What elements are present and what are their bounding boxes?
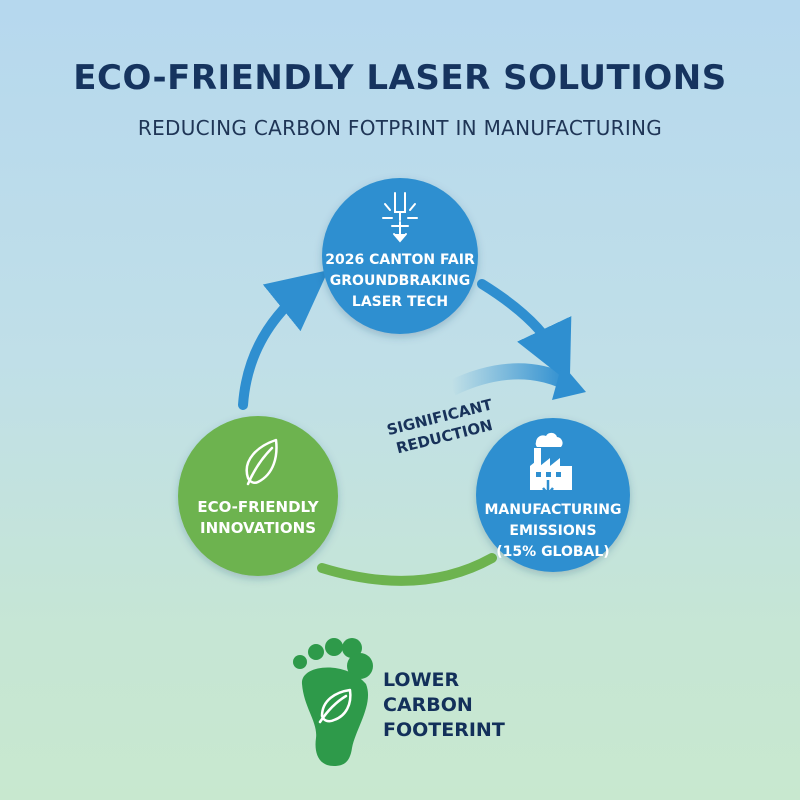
footer-label: LOWER CARBON FOOTERINT bbox=[383, 668, 505, 743]
node-laser-line-3: LASER TECH bbox=[351, 294, 449, 310]
node-emissions-circle bbox=[476, 418, 630, 572]
node-laser-label: 2026 CANTON FAIR GROUNDBRAKING LASER TEC… bbox=[325, 250, 475, 313]
node-eco-line-2: INNOVATIONS bbox=[200, 519, 316, 537]
node-eco-line-1: ECO-FRIENDLY bbox=[197, 498, 319, 516]
arrow-laser-to-emissions bbox=[477, 279, 572, 384]
node-emissions-line-2: EMISSIONS bbox=[509, 523, 597, 539]
footprint-leaf-icon bbox=[293, 638, 373, 766]
node-laser-line-1: 2026 CANTON FAIR bbox=[325, 252, 475, 268]
reduction-arrow-head bbox=[552, 364, 586, 400]
footer-line-1: LOWER bbox=[383, 669, 460, 691]
arrow-eco-to-laser bbox=[238, 270, 329, 410]
leaf-icon bbox=[245, 438, 278, 486]
footer-line-3: FOOTERINT bbox=[383, 719, 505, 741]
factory-icon bbox=[530, 432, 572, 496]
laser-beam-icon bbox=[382, 192, 418, 243]
node-eco-label: ECO-FRIENDLY INNOVATIONS bbox=[183, 497, 333, 539]
node-emissions-line-3: (15% GLOBAL) bbox=[496, 544, 610, 560]
page-title: ECO-FRIENDLY LASER SOLUTIONS bbox=[73, 58, 727, 98]
page-subtitle: REDUCING CARBON FOTPRINT IN MANUFACTURIN… bbox=[137, 116, 663, 140]
node-eco-circle bbox=[178, 416, 338, 576]
arrow-emissions-to-eco bbox=[317, 553, 497, 586]
footer-line-2: CARBON bbox=[383, 694, 473, 716]
node-laser-circle bbox=[322, 178, 478, 334]
node-laser-line-2: GROUNDBRAKING bbox=[329, 273, 471, 289]
node-emissions-line-1: MANUFACTURING bbox=[484, 502, 622, 518]
node-emissions-label: MANUFACTURING EMISSIONS (15% GLOBAL) bbox=[478, 500, 628, 563]
reduction-swoosh-arrow bbox=[448, 363, 570, 396]
